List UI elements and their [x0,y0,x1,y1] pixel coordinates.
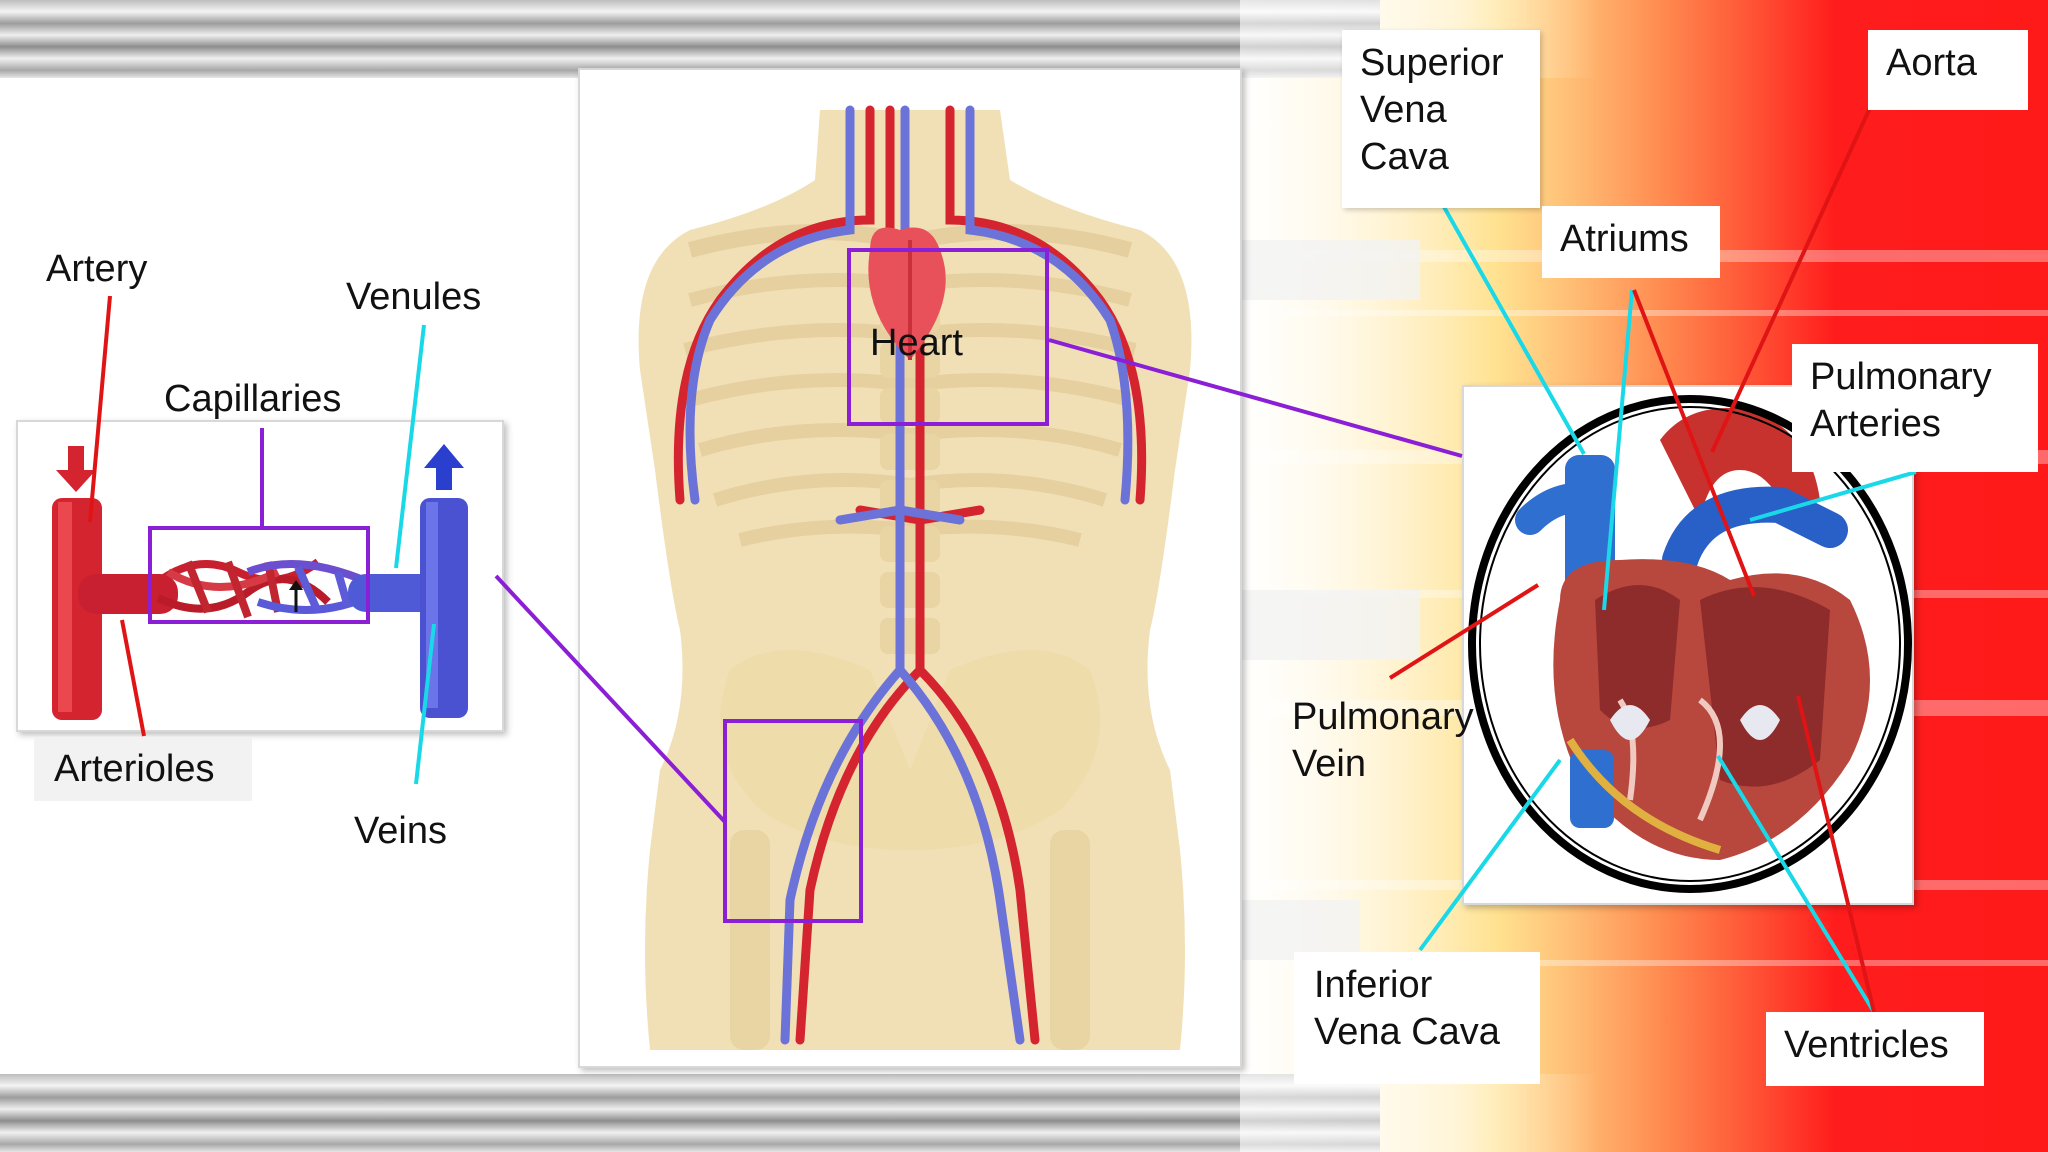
aorta-label: Aorta [1868,30,2028,110]
pulmonary-arteries-label: Pulmonary Arteries [1792,344,2038,472]
atriums-label: Atriums [1542,206,1720,278]
inferior-vena-cava-line-1: Inferior [1314,964,1433,1006]
veins-label: Veins [354,810,447,852]
superior-vena-cava-leader-line [1442,206,1586,455]
superior-vena-cava-line-1: Superior [1360,42,1504,84]
veins-leader-line [414,623,436,785]
ventricles-cyan-leader-line [1716,754,1876,1014]
pelvis [720,650,1100,850]
capillaries-label: Capillaries [164,378,342,420]
body-circulation-illustration [638,105,1192,1050]
atriums-red-leader-line [1632,289,1756,597]
veins [685,105,1133,1045]
heart-organ [868,227,946,360]
down-arrow-icon [56,446,96,492]
arterioles-leader-line [120,619,146,737]
body-circulation-panel [578,68,1242,1068]
pulmonary-arteries-line-1: Pulmonary [1810,356,1992,398]
ventricles-label: Ventricles [1766,1012,1984,1086]
leg-connector-line [494,574,727,824]
pulmonary-arteries-leader-line [1749,470,1917,522]
heart-highlight-ellipse [1468,395,1912,893]
leg-highlight-box [723,719,863,923]
venules-label: Venules [346,276,482,318]
inferior-vena-cava-line-2: Vena Cava [1314,1011,1500,1053]
aorta-leader-line [1710,107,1872,453]
up-arrow-icon [424,444,464,490]
spine [880,250,940,654]
inferior-vena-cava-leader-line [1418,758,1562,952]
pulmonary-vein-line-2: Vein [1292,743,1366,785]
superior-vena-cava-line-3: Cava [1360,136,1449,178]
capillaries-highlight-box [148,526,370,624]
heart-label: Heart [870,322,963,364]
heart-connector-line [1048,338,1463,458]
arteriole-vessel [78,574,178,614]
pulmonary-arteries-line-2: Arteries [1810,403,1941,445]
capillary-bed-illustration [52,444,468,720]
pulmonary-vein-label: Pulmonary Vein [1292,694,1474,788]
venules-leader-line [394,324,426,569]
pulmonary-vein-leader-line [1388,583,1540,680]
superior-vena-cava-line-2: Vena [1360,89,1447,131]
superior-vena-cava-label: Superior Vena Cava [1342,30,1540,208]
pulmonary-vein-line-1: Pulmonary [1292,696,1474,738]
inferior-vena-cava-label: Inferior Vena Cava [1294,952,1540,1084]
atriums-cyan-leader-line [1602,289,1634,611]
heart-highlight-box [847,248,1049,426]
flow-arrow-icon [289,580,303,612]
artery-leader-line [88,295,112,523]
heart-illustration [1472,399,1908,889]
arterioles-label: Arterioles [34,738,252,801]
ventricles-red-leader-line [1796,695,1876,1013]
artery-label: Artery [46,248,148,290]
